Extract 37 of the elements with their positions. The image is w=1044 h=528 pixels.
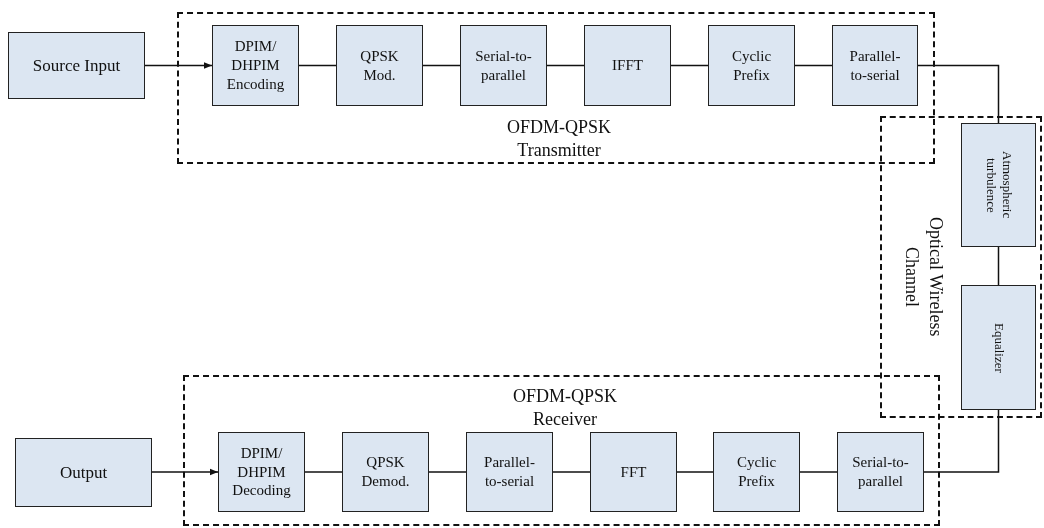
connector-line [997, 246, 1000, 286]
process-box: Parallel-to-serial [832, 25, 918, 106]
group-label: OFDM-QPSK Transmitter [506, 116, 612, 163]
process-box: Serial-to-parallel [460, 25, 547, 106]
connector-line [298, 64, 337, 67]
connector-line [422, 64, 461, 67]
process-box: Source Input [8, 32, 145, 99]
process-box: DPIM/ DHPIM Encoding [212, 25, 299, 106]
connector-line [670, 64, 709, 67]
process-box: DPIM/ DHPIM Decoding [218, 432, 305, 512]
dashed-group-frame [177, 12, 935, 164]
group-label: OFDM-QPSK Receiver [512, 385, 618, 432]
arrow [144, 62, 213, 69]
group-label: Optical Wireless Channel [901, 216, 947, 339]
connector-line [923, 409, 1000, 473]
dashed-group-frame [183, 375, 940, 526]
connector-line [676, 471, 714, 473]
process-box: Cyclic Prefix [708, 25, 795, 106]
arrow [151, 468, 219, 476]
process-box: IFFT [584, 25, 671, 106]
process-box: Serial-to-parallel [837, 432, 924, 512]
connector-line [794, 64, 833, 67]
process-box: QPSK Demod. [342, 432, 429, 512]
process-box: FFT [590, 432, 677, 512]
connector-line [304, 471, 343, 473]
connector-line [546, 64, 585, 67]
connector-line [799, 471, 838, 473]
connector-line [552, 471, 591, 473]
process-box: Parallel-to-serial [466, 432, 553, 512]
process-box: Atmospheric turbulence [961, 123, 1036, 247]
connector-line [917, 64, 1000, 124]
connector-line [428, 471, 467, 473]
process-box: Output [15, 438, 152, 507]
dashed-group-frame [880, 116, 1042, 418]
process-box: Cyclic Prefix [713, 432, 800, 512]
process-box: QPSK Mod. [336, 25, 423, 106]
process-box: Equalizer [961, 285, 1036, 410]
